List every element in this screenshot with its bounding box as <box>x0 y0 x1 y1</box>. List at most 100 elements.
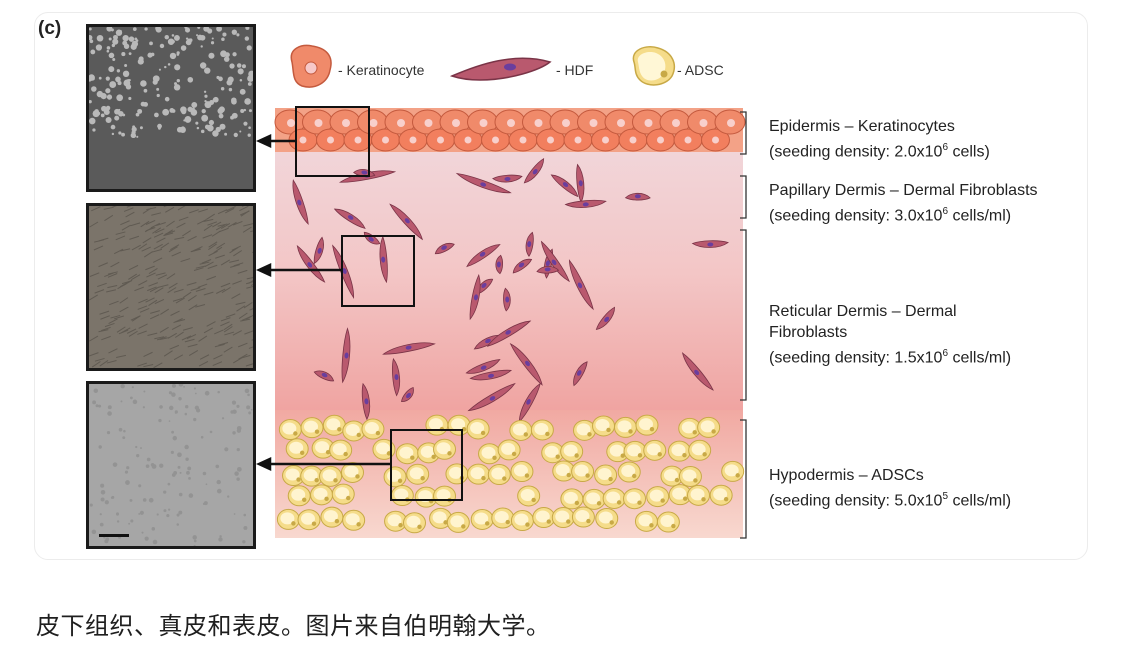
adsc-cell <box>322 414 346 436</box>
fibroblast-cell <box>564 199 607 208</box>
adsc-cell <box>310 484 334 506</box>
fibroblast-cell <box>361 382 371 421</box>
layer-epidermis-name: Epidermis – Keratinocytes <box>769 118 955 135</box>
layer-reticular-name-cont: Fibroblasts <box>769 324 848 341</box>
fibroblast-cell <box>573 361 588 387</box>
fibroblast-cell <box>525 231 534 257</box>
layer-reticular-density: (seeding density: 1.5x106 cells/ml) <box>769 348 1012 367</box>
adsc-cell <box>678 417 702 439</box>
hdf-icon <box>449 57 552 81</box>
adsc-cell <box>678 465 702 487</box>
fibroblast-cell <box>540 240 570 283</box>
adsc-cell <box>466 418 490 440</box>
fibroblast-cell <box>568 259 594 311</box>
adsc-cell <box>560 488 584 510</box>
adsc-cell <box>340 461 364 483</box>
layer-reticular-name: Reticular Dermis – Dermal <box>769 303 957 320</box>
adsc-cell <box>425 414 449 436</box>
keratinocyte-cell <box>536 128 565 152</box>
adsc-cell <box>623 440 647 462</box>
adsc-cell <box>592 415 616 437</box>
keratinocyte-cell <box>701 128 730 152</box>
adsc-cell <box>403 512 427 534</box>
figure-caption: 皮下组织、真皮和表皮。图片来自伯明翰大学。 <box>36 612 551 640</box>
adsc-cell <box>445 463 469 485</box>
adsc-cell <box>390 485 414 507</box>
fibroblast-cell <box>595 306 615 331</box>
keratinocyte-cell <box>467 109 498 135</box>
layer-hypodermis: Hypodermis – ADSCs (seeding density: 5.0… <box>769 465 1011 511</box>
adsc-cell <box>342 509 366 531</box>
adsc-cell <box>656 511 680 533</box>
adsc-cell <box>551 507 575 529</box>
adsc-cell <box>433 438 457 460</box>
adsc-cell <box>594 464 618 486</box>
fibroblast-cell <box>292 179 309 225</box>
adsc-cell <box>660 465 684 487</box>
adsc-cell <box>602 487 626 509</box>
micrograph-papillary-fibroblasts <box>86 203 256 371</box>
fibroblast-cell <box>341 327 351 384</box>
adsc-cell <box>668 484 692 506</box>
fibroblast-cell <box>401 386 414 402</box>
fibroblast-cell <box>550 174 579 198</box>
adsc-cell <box>491 507 515 529</box>
adsc-cell <box>667 440 691 462</box>
adsc-cell <box>623 488 647 510</box>
fibroblast-cell <box>467 382 516 412</box>
fibroblast-cell <box>512 258 533 274</box>
adsc-cell <box>697 416 721 438</box>
adsc-cell <box>541 442 565 464</box>
adsc-cell <box>497 439 521 461</box>
legend-adsc-label: - ADSC <box>677 62 724 78</box>
keratinocyte-cell <box>522 109 553 135</box>
adsc-cell <box>361 418 385 440</box>
adsc-cell <box>721 460 745 482</box>
bracket-hypodermis <box>740 419 747 539</box>
adsc-cell <box>571 506 595 528</box>
adsc-cell <box>517 485 541 507</box>
adsc-cell <box>560 441 584 463</box>
keratinocyte-cell <box>316 128 345 152</box>
keratinocyte-cell <box>673 128 703 152</box>
keratinocyte-cell <box>577 109 608 135</box>
adsc-cell <box>687 484 711 506</box>
fibroblast-cell <box>313 236 324 265</box>
adsc-cell <box>478 443 502 465</box>
adsc-cell <box>384 510 408 532</box>
adsc-cell <box>646 486 670 508</box>
fibroblast-cell <box>434 243 455 255</box>
fibroblast-cell <box>509 342 543 386</box>
adsc-cell <box>552 460 576 482</box>
keratinocyte-cell <box>371 128 400 152</box>
layer-epidermis: Epidermis – Keratinocytes (seeding densi… <box>769 116 990 162</box>
adsc-cell <box>606 441 630 463</box>
bracket-papillary <box>740 175 747 219</box>
adsc-cell <box>429 507 453 529</box>
bracket-epidermis <box>740 111 747 155</box>
fibroblast-cell <box>519 382 541 423</box>
adsc-cell <box>617 461 641 483</box>
adsc-cell <box>510 461 534 483</box>
adsc-cell <box>278 419 302 441</box>
layer-reticular: Reticular Dermis – Dermal Fibroblasts (s… <box>769 301 1011 368</box>
layer-papillary: Papillary Dermis – Dermal Fibroblasts (s… <box>769 180 1038 226</box>
fibroblast-cell <box>465 359 501 374</box>
fibroblast-cell <box>681 352 714 391</box>
layer-papillary-density: (seeding density: 3.0x106 cells/ml) <box>769 206 1012 225</box>
fibroblast-cell <box>313 370 335 382</box>
adsc-cell <box>319 465 343 487</box>
layer-hypodermis-name: Hypodermis – ADSCs <box>769 467 924 484</box>
adsc-icon <box>632 46 676 86</box>
adsc-cell <box>532 507 556 529</box>
adsc-cell <box>635 414 659 436</box>
micrograph-adscs <box>86 381 256 549</box>
legend-hdf-label: - HDF <box>556 62 594 78</box>
fibroblast-cell <box>466 244 501 268</box>
bracket-reticular <box>740 229 747 401</box>
adsc-cell <box>276 508 300 530</box>
adsc-cell <box>470 508 494 530</box>
fibroblast-cell <box>523 158 545 184</box>
keratinocyte-cell <box>508 128 538 152</box>
